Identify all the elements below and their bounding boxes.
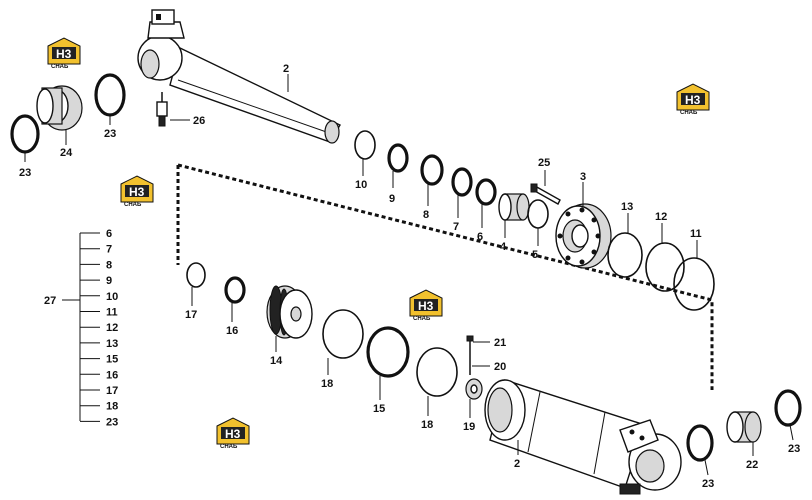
guide-bushing bbox=[498, 193, 530, 221]
kit-item-number: 15 bbox=[106, 354, 118, 366]
callout-10: 10 bbox=[355, 179, 367, 191]
seal-ring bbox=[366, 326, 410, 378]
callout-19: 19 bbox=[463, 421, 475, 433]
callout-8: 8 bbox=[423, 209, 429, 221]
cylinder-head bbox=[555, 203, 612, 269]
callout-4: 4 bbox=[500, 241, 507, 253]
svg-text:CHAБ: CHAБ bbox=[220, 444, 238, 450]
callout-23: 23 bbox=[788, 443, 800, 455]
callout-3: 3 bbox=[580, 171, 586, 183]
callout-25: 25 bbox=[538, 157, 550, 169]
callout-9: 9 bbox=[389, 193, 395, 205]
callout-18: 18 bbox=[421, 419, 433, 431]
kit-item-number: 16 bbox=[106, 369, 118, 381]
seal-ring bbox=[774, 389, 802, 427]
kit-label: 27 bbox=[44, 295, 56, 307]
piston bbox=[266, 285, 313, 339]
seal-ring bbox=[354, 130, 376, 160]
callout-5: 5 bbox=[532, 249, 538, 261]
watermark-logo: H3 CHAБ bbox=[409, 289, 443, 322]
svg-text:H3: H3 bbox=[418, 299, 434, 313]
kit-bracket: 27 6 7 8 9 10 11 12 13 15 16 17 18 23 bbox=[44, 228, 118, 428]
bushing-lower bbox=[726, 411, 762, 443]
callout-21: 21 bbox=[494, 337, 506, 349]
callout-22: 22 bbox=[746, 459, 758, 471]
seal-ring bbox=[186, 262, 206, 288]
seal-ring bbox=[224, 276, 246, 304]
bushing-upper bbox=[36, 85, 83, 131]
kit-item-number: 17 bbox=[106, 385, 118, 397]
seal-ring bbox=[607, 232, 643, 278]
kit-items: 6 7 8 9 10 11 12 13 15 16 17 18 23 bbox=[80, 228, 118, 428]
callout-15: 15 bbox=[373, 403, 385, 415]
svg-text:H3: H3 bbox=[225, 427, 241, 441]
svg-text:H3: H3 bbox=[56, 47, 72, 61]
small-screw bbox=[466, 335, 474, 375]
kit-item-number: 8 bbox=[106, 259, 112, 271]
callout-26: 26 bbox=[193, 115, 205, 127]
kit-item-number: 23 bbox=[106, 416, 118, 428]
svg-text:CHAБ: CHAБ bbox=[124, 202, 142, 208]
seal-ring bbox=[673, 257, 715, 311]
seal-ring bbox=[387, 143, 409, 173]
callout-2-rod: 2 bbox=[283, 63, 289, 75]
callout-14: 14 bbox=[270, 355, 283, 367]
callout-2-barrel: 2 bbox=[514, 458, 520, 470]
svg-text:CHAБ: CHAБ bbox=[680, 110, 698, 116]
piston-rod bbox=[137, 9, 341, 144]
seal-ring bbox=[420, 154, 444, 186]
callout-12: 12 bbox=[655, 211, 667, 223]
svg-text:CHAБ: CHAБ bbox=[413, 316, 431, 322]
kit-item-number: 12 bbox=[106, 322, 118, 334]
nut bbox=[465, 378, 483, 400]
watermark-logo: H3 CHAБ bbox=[216, 417, 250, 450]
kit-item-number: 6 bbox=[106, 228, 112, 240]
callout-20: 20 bbox=[494, 361, 506, 373]
watermark-logo: H3 CHAБ bbox=[676, 83, 710, 116]
leader-lines bbox=[24, 74, 794, 476]
seal-ring bbox=[527, 199, 549, 229]
kit-item-number: 18 bbox=[106, 401, 118, 413]
callout-11: 11 bbox=[690, 228, 702, 240]
cylinder-barrel bbox=[484, 379, 682, 495]
seal-ring bbox=[451, 167, 473, 197]
seal-ring bbox=[645, 242, 685, 292]
svg-text:CHAБ: CHAБ bbox=[51, 64, 69, 70]
grease-nipple bbox=[156, 92, 168, 127]
kit-item-number: 10 bbox=[106, 291, 118, 303]
callout-6: 6 bbox=[477, 231, 483, 243]
callout-13: 13 bbox=[621, 201, 633, 213]
kit-item-number: 11 bbox=[106, 307, 118, 319]
kit-item-number: 13 bbox=[106, 338, 118, 350]
seal-ring bbox=[10, 114, 40, 154]
assembly-dashed-line bbox=[176, 163, 714, 390]
callout-23: 23 bbox=[104, 128, 116, 140]
seal-ring bbox=[94, 73, 126, 117]
callout-23: 23 bbox=[19, 167, 31, 179]
watermark-logo: H3 CHAБ bbox=[120, 175, 154, 208]
svg-text:H3: H3 bbox=[685, 93, 701, 107]
callout-17: 17 bbox=[185, 309, 197, 321]
seal-ring bbox=[475, 178, 497, 206]
callout-16: 16 bbox=[226, 325, 238, 337]
callout-24: 24 bbox=[60, 147, 73, 159]
callout-7: 7 bbox=[453, 221, 459, 233]
bolt bbox=[530, 183, 561, 205]
svg-text:H3: H3 bbox=[129, 185, 145, 199]
seal-ring bbox=[322, 309, 364, 359]
seal-ring bbox=[686, 424, 714, 462]
kit-item-number: 9 bbox=[106, 275, 112, 287]
kit-item-number: 7 bbox=[106, 244, 112, 256]
callout-18: 18 bbox=[321, 378, 333, 390]
seal-ring bbox=[416, 347, 458, 397]
callout-23: 23 bbox=[702, 478, 714, 490]
watermark-logo: H3 CHAБ bbox=[47, 37, 81, 70]
